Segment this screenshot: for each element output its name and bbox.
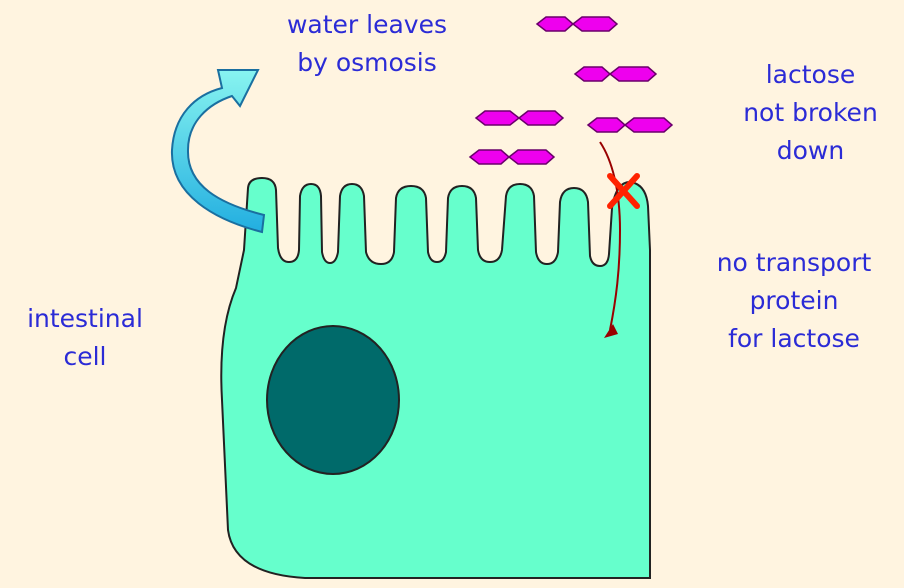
lactose-molecule-4 [588,118,672,132]
label-lactose-line2: not broken [728,94,893,132]
lactose-molecule-3 [476,111,563,125]
label-water-osmosis: water leaves by osmosis [272,6,462,82]
label-no-transport-line3: for lactose [694,320,894,358]
label-lactose-line1: lactose [728,56,893,94]
label-water-osmosis-line1: water leaves [272,6,462,44]
label-no-transport-line2: protein [694,282,894,320]
label-intestinal-cell: intestinal cell [10,300,160,376]
label-intestinal-line1: intestinal [10,300,160,338]
lactose-molecule-5 [470,150,554,164]
nucleus [267,326,399,474]
label-water-osmosis-line2: by osmosis [272,44,462,82]
lactose-molecule-1 [537,17,617,31]
lactose-molecules [470,17,672,164]
label-no-transport: no transport protein for lactose [694,244,894,358]
label-intestinal-line2: cell [10,338,160,376]
label-lactose-not-broken: lactose not broken down [728,56,893,170]
lactose-molecule-2 [575,67,656,81]
label-no-transport-line1: no transport [694,244,894,282]
label-lactose-line3: down [728,132,893,170]
